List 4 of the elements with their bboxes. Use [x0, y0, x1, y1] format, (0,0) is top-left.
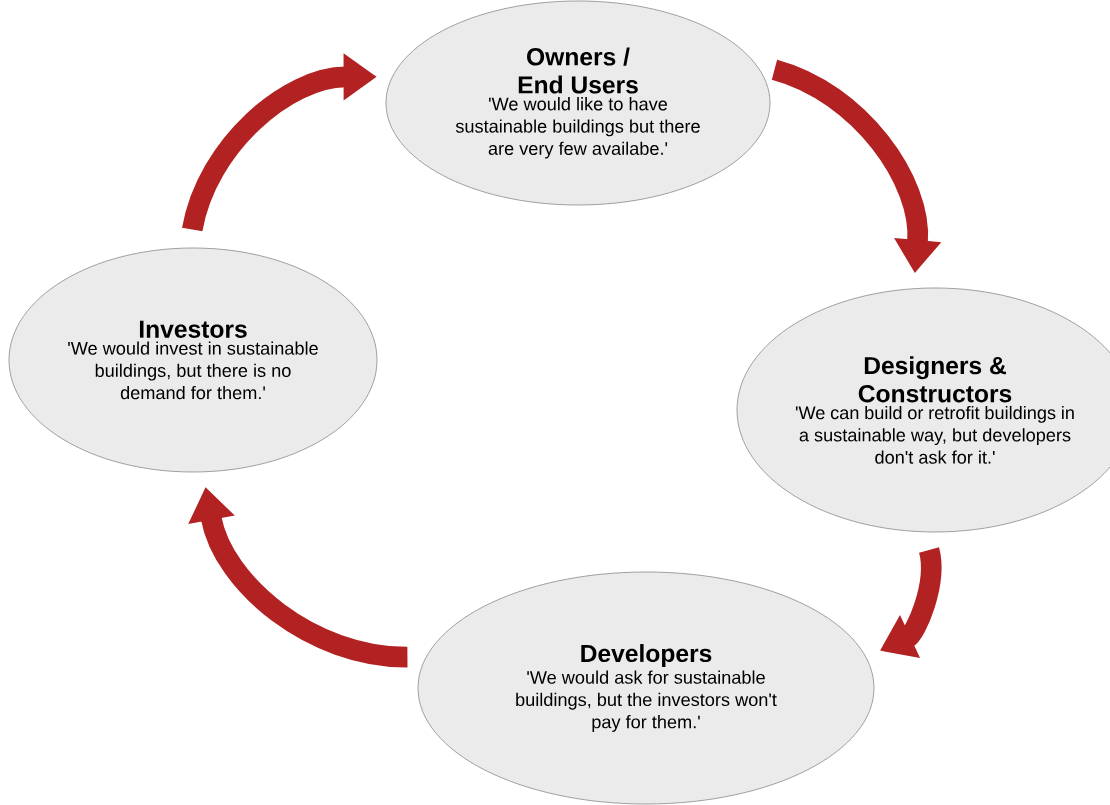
ellipse-node: Investors 'We would invest in sustainable buildings, but there is no demand for them.' [8, 247, 378, 473]
ellipse-node: Designers & Constructors 'We can build or retrofit buildings in a sustainable way, but developers don't ask for it.' [736, 287, 1110, 533]
ellipse-node: Developers 'We would ask for sustainable buildings, but the investors won't pay for them.' [417, 571, 875, 805]
ellipse-node: Owners / End Users 'We would like to have sustainable buildings but there are very few availabe.' [385, 0, 771, 206]
